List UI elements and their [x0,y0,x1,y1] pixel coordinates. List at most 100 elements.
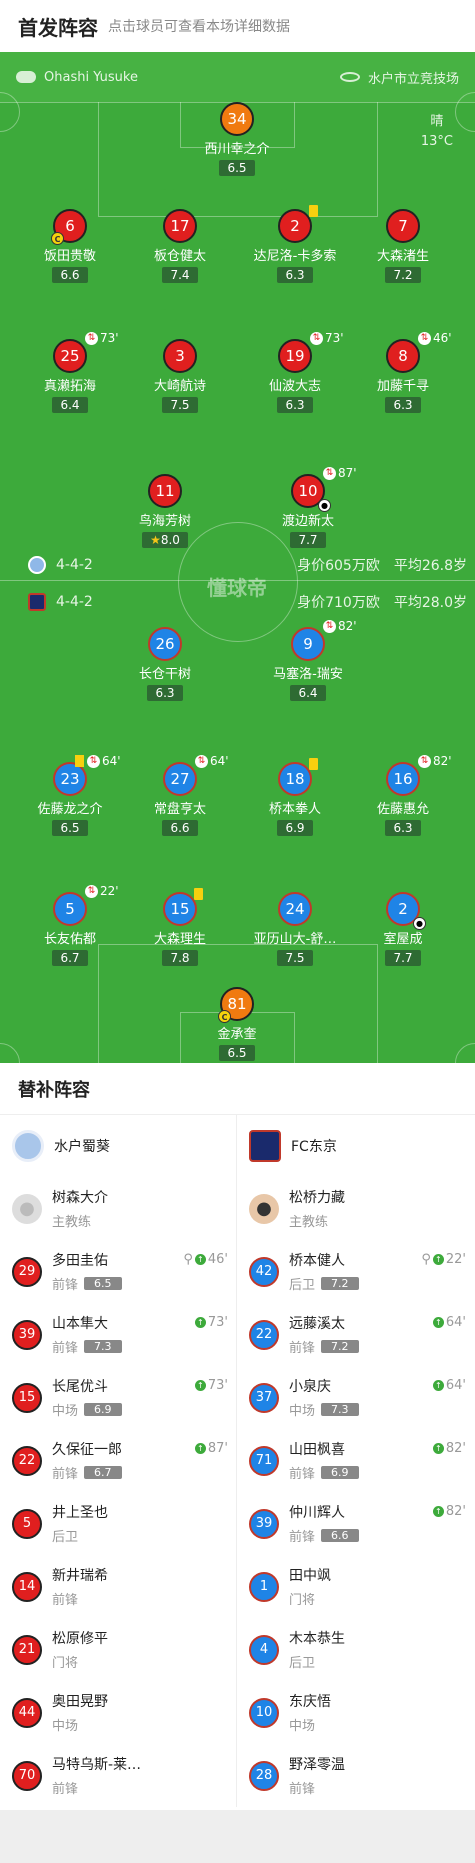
sub-number: 22 [12,1445,42,1476]
sub-in-icon: ↑ [194,1317,206,1328]
away-player[interactable]: 2● 室屋成 7.7 [348,892,458,966]
sub-number: 14 [12,1571,42,1602]
player-rating: 8.0 [160,533,180,547]
sub-time: 64' [210,754,229,768]
away-player[interactable]: 23⇅64' 佐藤龙之介 6.5 [15,754,125,836]
yellow-card-icon [309,205,318,217]
sub-number: 21 [12,1634,42,1665]
away-player[interactable]: 27⇅64' 常盘亨太 6.6 [125,754,235,836]
player-rating: 6.5 [219,160,255,176]
home-player[interactable]: 25⇅73' 真濑拓海 6.4 [15,331,125,413]
sub-position: 中场 [289,1404,316,1419]
sub-position: 门将 [289,1593,316,1608]
away-player[interactable]: 5⇅22' 长友佑都 6.7 [15,884,125,966]
away-player[interactable]: 24 亚历山大-舒… 7.5 [240,892,350,966]
home-player[interactable]: 11 鸟海芳树 ★8.0 [110,474,220,548]
sub-time: 22' [100,884,119,898]
sub-number: 39 [12,1319,42,1350]
player-rating: 6.5 [219,1045,255,1061]
away-team-row[interactable]: FC东京 [237,1115,474,1177]
player-number: 9 [303,635,313,653]
captain-icon: C [218,1010,231,1023]
home-player[interactable]: 17 板仓健太 7.4 [125,209,235,283]
home-player[interactable]: 2 达尼洛-卡多索 6.3 [240,205,350,283]
sub-time: 64' [102,754,121,768]
away-value: 身价710万欧 [297,595,380,611]
player-name: 佐藤龙之介 [37,802,103,817]
sub-number: 4 [249,1634,279,1665]
sub-number: 5 [12,1508,42,1539]
coach-name: 松桥力藏 [289,1190,345,1206]
sub-time: 64' [445,1378,466,1393]
player-number: 24 [278,892,312,926]
away-age: 平均28.0岁 [393,595,467,611]
whistle-icon [16,71,36,83]
sub-time: 73' [100,331,119,345]
sub-in-icon: ↑ [432,1506,444,1517]
home-team-name: 水户蜀葵 [54,1139,110,1155]
home-coach-row[interactable]: ● 树森大介主教练 [0,1177,236,1240]
goal-icon: ● [413,917,426,930]
home-value: 身价605万欧 [297,558,380,574]
sub-number: 37 [249,1382,279,1413]
player-rating: 7.7 [385,950,421,966]
sub-position: 前锋 [289,1467,316,1482]
player-rating: 6.4 [52,397,88,413]
page-subtitle: 点击球员可查看本场详细数据 [108,19,290,35]
temperature-text: 13°C [420,134,453,149]
home-player[interactable]: 34 西川幸之介 6.5 [182,102,292,176]
sub-in-icon: ↑ [194,1254,206,1265]
player-name: 仙波大志 [268,379,321,394]
away-player[interactable]: 18 桥本拳人 6.9 [240,758,350,836]
away-coach-row[interactable]: ● 松桥力藏主教练 [237,1177,474,1240]
home-player[interactable]: 8⇅46' 加藤千寻 6.3 [348,331,458,413]
player-rating: 6.3 [277,397,313,413]
sub-name: 长尾优斗 [52,1379,108,1395]
home-team-row[interactable]: 水户蜀葵 [0,1115,236,1177]
sub-position: 前锋 [52,1341,79,1356]
away-player[interactable]: 9⇅82' 马塞洛-瑞安 6.4 [253,619,363,701]
captain-icon: C [51,232,64,245]
home-player[interactable]: 19⇅73' 仙波大志 6.3 [240,331,350,413]
away-formation: 4-4-2 [56,594,93,610]
page-title: 首发阵容 [18,15,98,40]
coach-avatar-icon: ● [249,1193,279,1224]
substitution-icon: ⇅ [85,331,98,345]
sub-name: 井上圣也 [52,1505,108,1521]
home-age: 平均26.8岁 [393,558,467,574]
away-player[interactable]: 26 长仓干树 6.3 [110,627,220,701]
sub-number: 44 [12,1697,42,1728]
away-player[interactable]: 16⇅82' 佐藤惠允 6.3 [348,754,458,836]
player-rating: 7.5 [277,950,313,966]
sub-rating: 7.3 [84,1340,122,1353]
home-player[interactable]: 10⇅87'● 渡边新太 7.7 [253,466,363,548]
home-player[interactable]: 3 大崎航诗 7.5 [125,339,235,413]
watermark-logo: 懂球帝 [207,576,267,600]
player-name: 佐藤惠允 [376,802,429,817]
player-rating: 7.2 [385,267,421,283]
home-player[interactable]: 7 大森渚生 7.2 [348,209,458,283]
sub-number: 10 [249,1697,279,1728]
away-player[interactable]: 15 大森理生 7.8 [125,888,235,966]
sub-position: 中场 [52,1404,79,1419]
